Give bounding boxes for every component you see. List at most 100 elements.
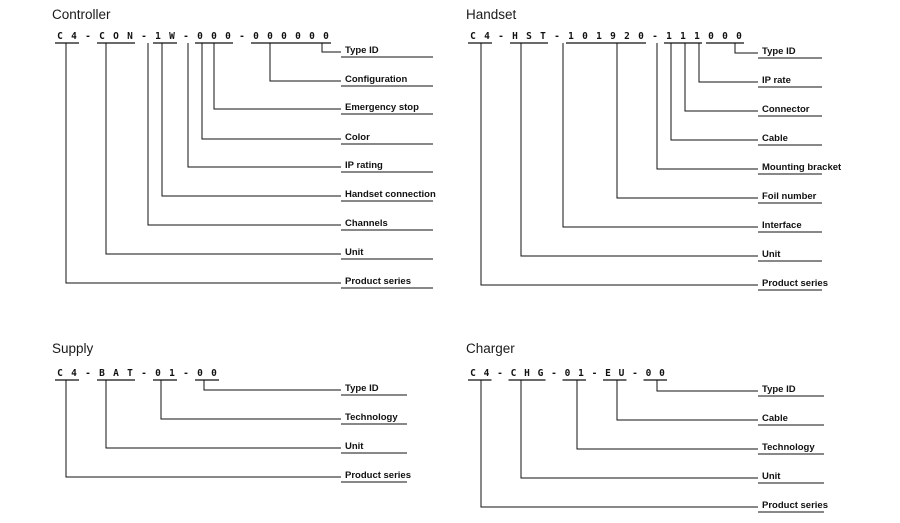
connector-line xyxy=(698,43,758,83)
field-label: Unit xyxy=(762,471,781,482)
field-label: Type ID xyxy=(762,384,796,395)
supply-title: Supply xyxy=(52,341,94,356)
code-character: C xyxy=(57,31,63,42)
connector-line xyxy=(616,43,758,199)
label-row-unit: Unit xyxy=(105,43,433,260)
label-row-unit: Unit xyxy=(105,380,407,454)
code-character: 9 xyxy=(610,31,616,42)
code-character: E xyxy=(605,368,611,379)
connector-line xyxy=(187,43,341,168)
field-label: Product series xyxy=(762,500,828,511)
label-row-mounting-bracket: Mounting bracket xyxy=(656,43,842,175)
code-character: - xyxy=(632,368,638,379)
connector-line xyxy=(201,43,341,140)
code-character: 1 xyxy=(169,368,175,379)
code-character: 1 xyxy=(155,31,161,42)
label-row-product-series: Product series xyxy=(65,380,411,483)
code-character: - xyxy=(85,31,91,42)
code-character: C xyxy=(57,368,63,379)
code-character: - xyxy=(592,368,598,379)
field-label: Product series xyxy=(345,470,411,481)
code-character: 4 xyxy=(71,31,77,42)
connector-line xyxy=(105,380,341,449)
code-character: 0 xyxy=(253,31,259,42)
code-character: S xyxy=(526,31,532,42)
connector-line xyxy=(65,43,341,284)
code-character: N xyxy=(127,31,133,42)
label-row-unit: Unit xyxy=(520,43,822,262)
code-character: 4 xyxy=(484,31,490,42)
label-row-product-series: Product series xyxy=(65,43,433,289)
connector-line xyxy=(734,43,758,54)
connector-line xyxy=(520,43,758,257)
code-character: 4 xyxy=(484,368,490,379)
field-label: Product series xyxy=(345,276,411,287)
field-label: Technology xyxy=(762,442,815,453)
connector-line xyxy=(616,380,758,421)
connector-line xyxy=(213,43,341,110)
code-character: 0 xyxy=(646,368,652,379)
label-row-color: Color xyxy=(201,43,433,145)
code-character: 1 xyxy=(694,31,700,42)
code-character: 1 xyxy=(578,368,584,379)
field-label: Type ID xyxy=(762,46,796,57)
connector-line xyxy=(269,43,341,82)
field-label: Emergency stop xyxy=(345,102,419,113)
field-label: Handset connection xyxy=(345,189,436,200)
code-character: O xyxy=(113,31,119,42)
code-character: 1 xyxy=(596,31,602,42)
field-label: Product series xyxy=(762,278,828,289)
field-label: Channels xyxy=(345,218,388,229)
label-row-product-series: Product series xyxy=(480,380,828,513)
field-label: IP rate xyxy=(762,75,791,86)
connector-line xyxy=(684,43,758,112)
code-character: 0 xyxy=(736,31,742,42)
code-character: 0 xyxy=(295,31,301,42)
label-row-foil-number: Foil number xyxy=(616,43,822,204)
connector-line xyxy=(147,43,341,226)
code-character: G xyxy=(538,368,544,379)
code-character: - xyxy=(497,368,503,379)
label-row-ip-rate: IP rate xyxy=(698,43,822,88)
code-character: T xyxy=(127,368,133,379)
code-character: A xyxy=(113,368,119,379)
code-character: - xyxy=(85,368,91,379)
field-label: Foil number xyxy=(762,191,817,202)
label-row-configuration: Configuration xyxy=(269,43,433,87)
connector-line xyxy=(562,43,758,228)
code-character: - xyxy=(141,368,147,379)
label-row-type-id: Type ID xyxy=(656,380,824,397)
handset-title: Handset xyxy=(466,7,517,22)
field-label: Interface xyxy=(762,220,802,231)
connector-line xyxy=(321,43,341,53)
field-label: Technology xyxy=(345,412,398,423)
label-row-type-id: Type ID xyxy=(203,380,407,396)
code-character: H xyxy=(512,31,518,42)
connector-line xyxy=(105,43,341,255)
field-label: Type ID xyxy=(345,383,379,394)
code-character: W xyxy=(169,31,175,42)
field-label: Connector xyxy=(762,104,810,115)
field-label: Mounting bracket xyxy=(762,162,842,173)
connector-line xyxy=(670,43,758,141)
label-row-ip-rating: IP rating xyxy=(187,43,433,173)
code-character: B xyxy=(99,368,105,379)
field-label: IP rating xyxy=(345,160,383,171)
code-character: C xyxy=(511,368,517,379)
label-row-interface: Interface xyxy=(562,43,822,233)
code-character: - xyxy=(652,31,658,42)
controller-title: Controller xyxy=(52,7,111,22)
field-label: Unit xyxy=(345,247,364,258)
code-character: - xyxy=(554,31,560,42)
code-character: 0 xyxy=(708,31,714,42)
connector-line xyxy=(480,380,758,508)
code-character: 0 xyxy=(225,31,231,42)
connector-line xyxy=(160,380,341,420)
field-label: Configuration xyxy=(345,74,407,85)
code-character: 0 xyxy=(638,31,644,42)
